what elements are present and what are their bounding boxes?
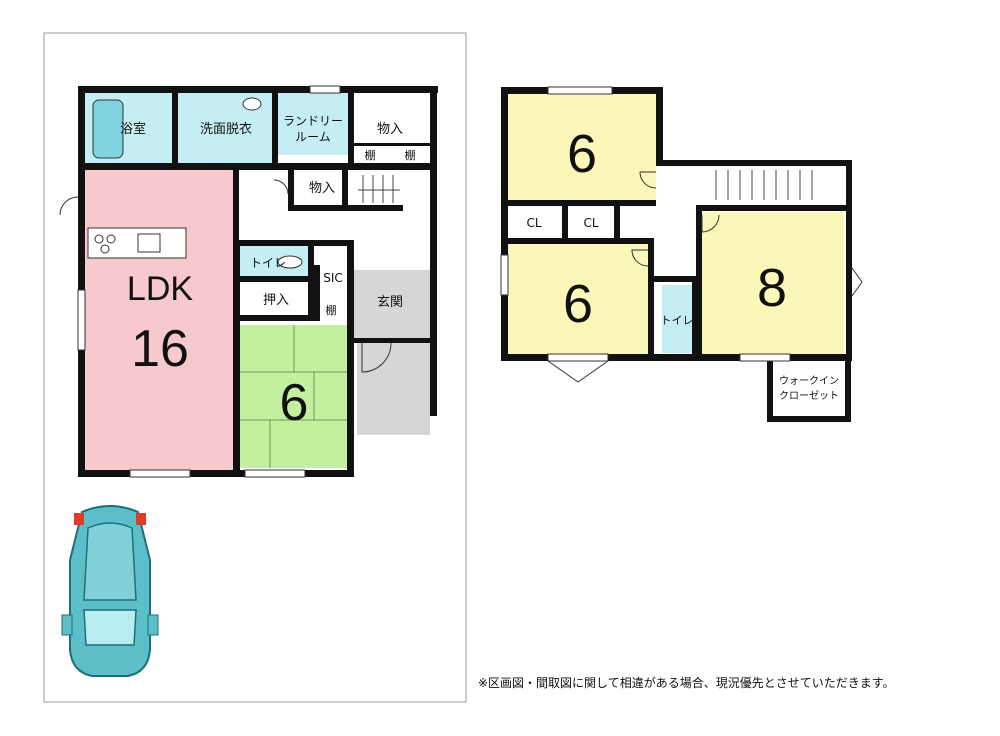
floor2: 6 CL CL 6 8 トイレ ウォークイン クローゼット [500, 86, 863, 422]
entrance-label: 玄関 [377, 295, 403, 310]
sic-label: SIC [323, 271, 343, 285]
laundry-label-2: ルーム [295, 130, 331, 144]
storage-hall-label: 物入 [309, 181, 335, 196]
room-right [702, 212, 844, 354]
washroom-label: 洗面脱衣 [200, 121, 252, 137]
cl-a-label: CL [526, 216, 541, 230]
bath-label: 浴室 [120, 121, 146, 137]
ldk-room [85, 170, 233, 470]
shelf-b-label: 棚 [405, 148, 416, 162]
room-top [508, 94, 656, 200]
room-top-size: 6 [567, 124, 597, 184]
ldk-label: LDK [127, 270, 193, 308]
laundry-room [275, 93, 350, 155]
disclaimer-note: ※区画図・間取図に関して相違がある場合、現況優先とさせていただきます。 [478, 676, 895, 690]
toilet2-label: トイレ [661, 314, 694, 327]
walkin-label-2: クローゼット [779, 390, 839, 402]
porch [357, 342, 430, 435]
kitchen-counter [87, 227, 187, 259]
tatami-size: 6 [280, 374, 309, 432]
shelf-c-label: 棚 [326, 303, 337, 317]
walkin-label-1: ウォークイン [779, 375, 839, 387]
site-boundary [43, 32, 467, 703]
room-mid-size: 6 [563, 274, 593, 334]
floor1: 浴室 洗面脱衣 ランドリー ルーム 物入 棚 棚 物入 LDK 16 トイレ S… [59, 85, 438, 478]
shelf-a-label: 棚 [365, 148, 376, 162]
laundry-label-1: ランドリー [283, 114, 343, 128]
storage-top-label: 物入 [377, 122, 403, 137]
toilet2-room [662, 285, 692, 353]
room-mid [508, 244, 654, 354]
bathtub [92, 99, 124, 159]
car-icon [61, 505, 159, 677]
entrance-room [350, 270, 430, 338]
toilet-label: トイレ [250, 256, 286, 270]
ldk-size: 16 [131, 320, 189, 378]
cl-b-label: CL [583, 216, 598, 230]
closet-label: 押入 [263, 293, 289, 308]
wash-basin [242, 97, 262, 111]
room-right-size: 8 [757, 258, 787, 318]
